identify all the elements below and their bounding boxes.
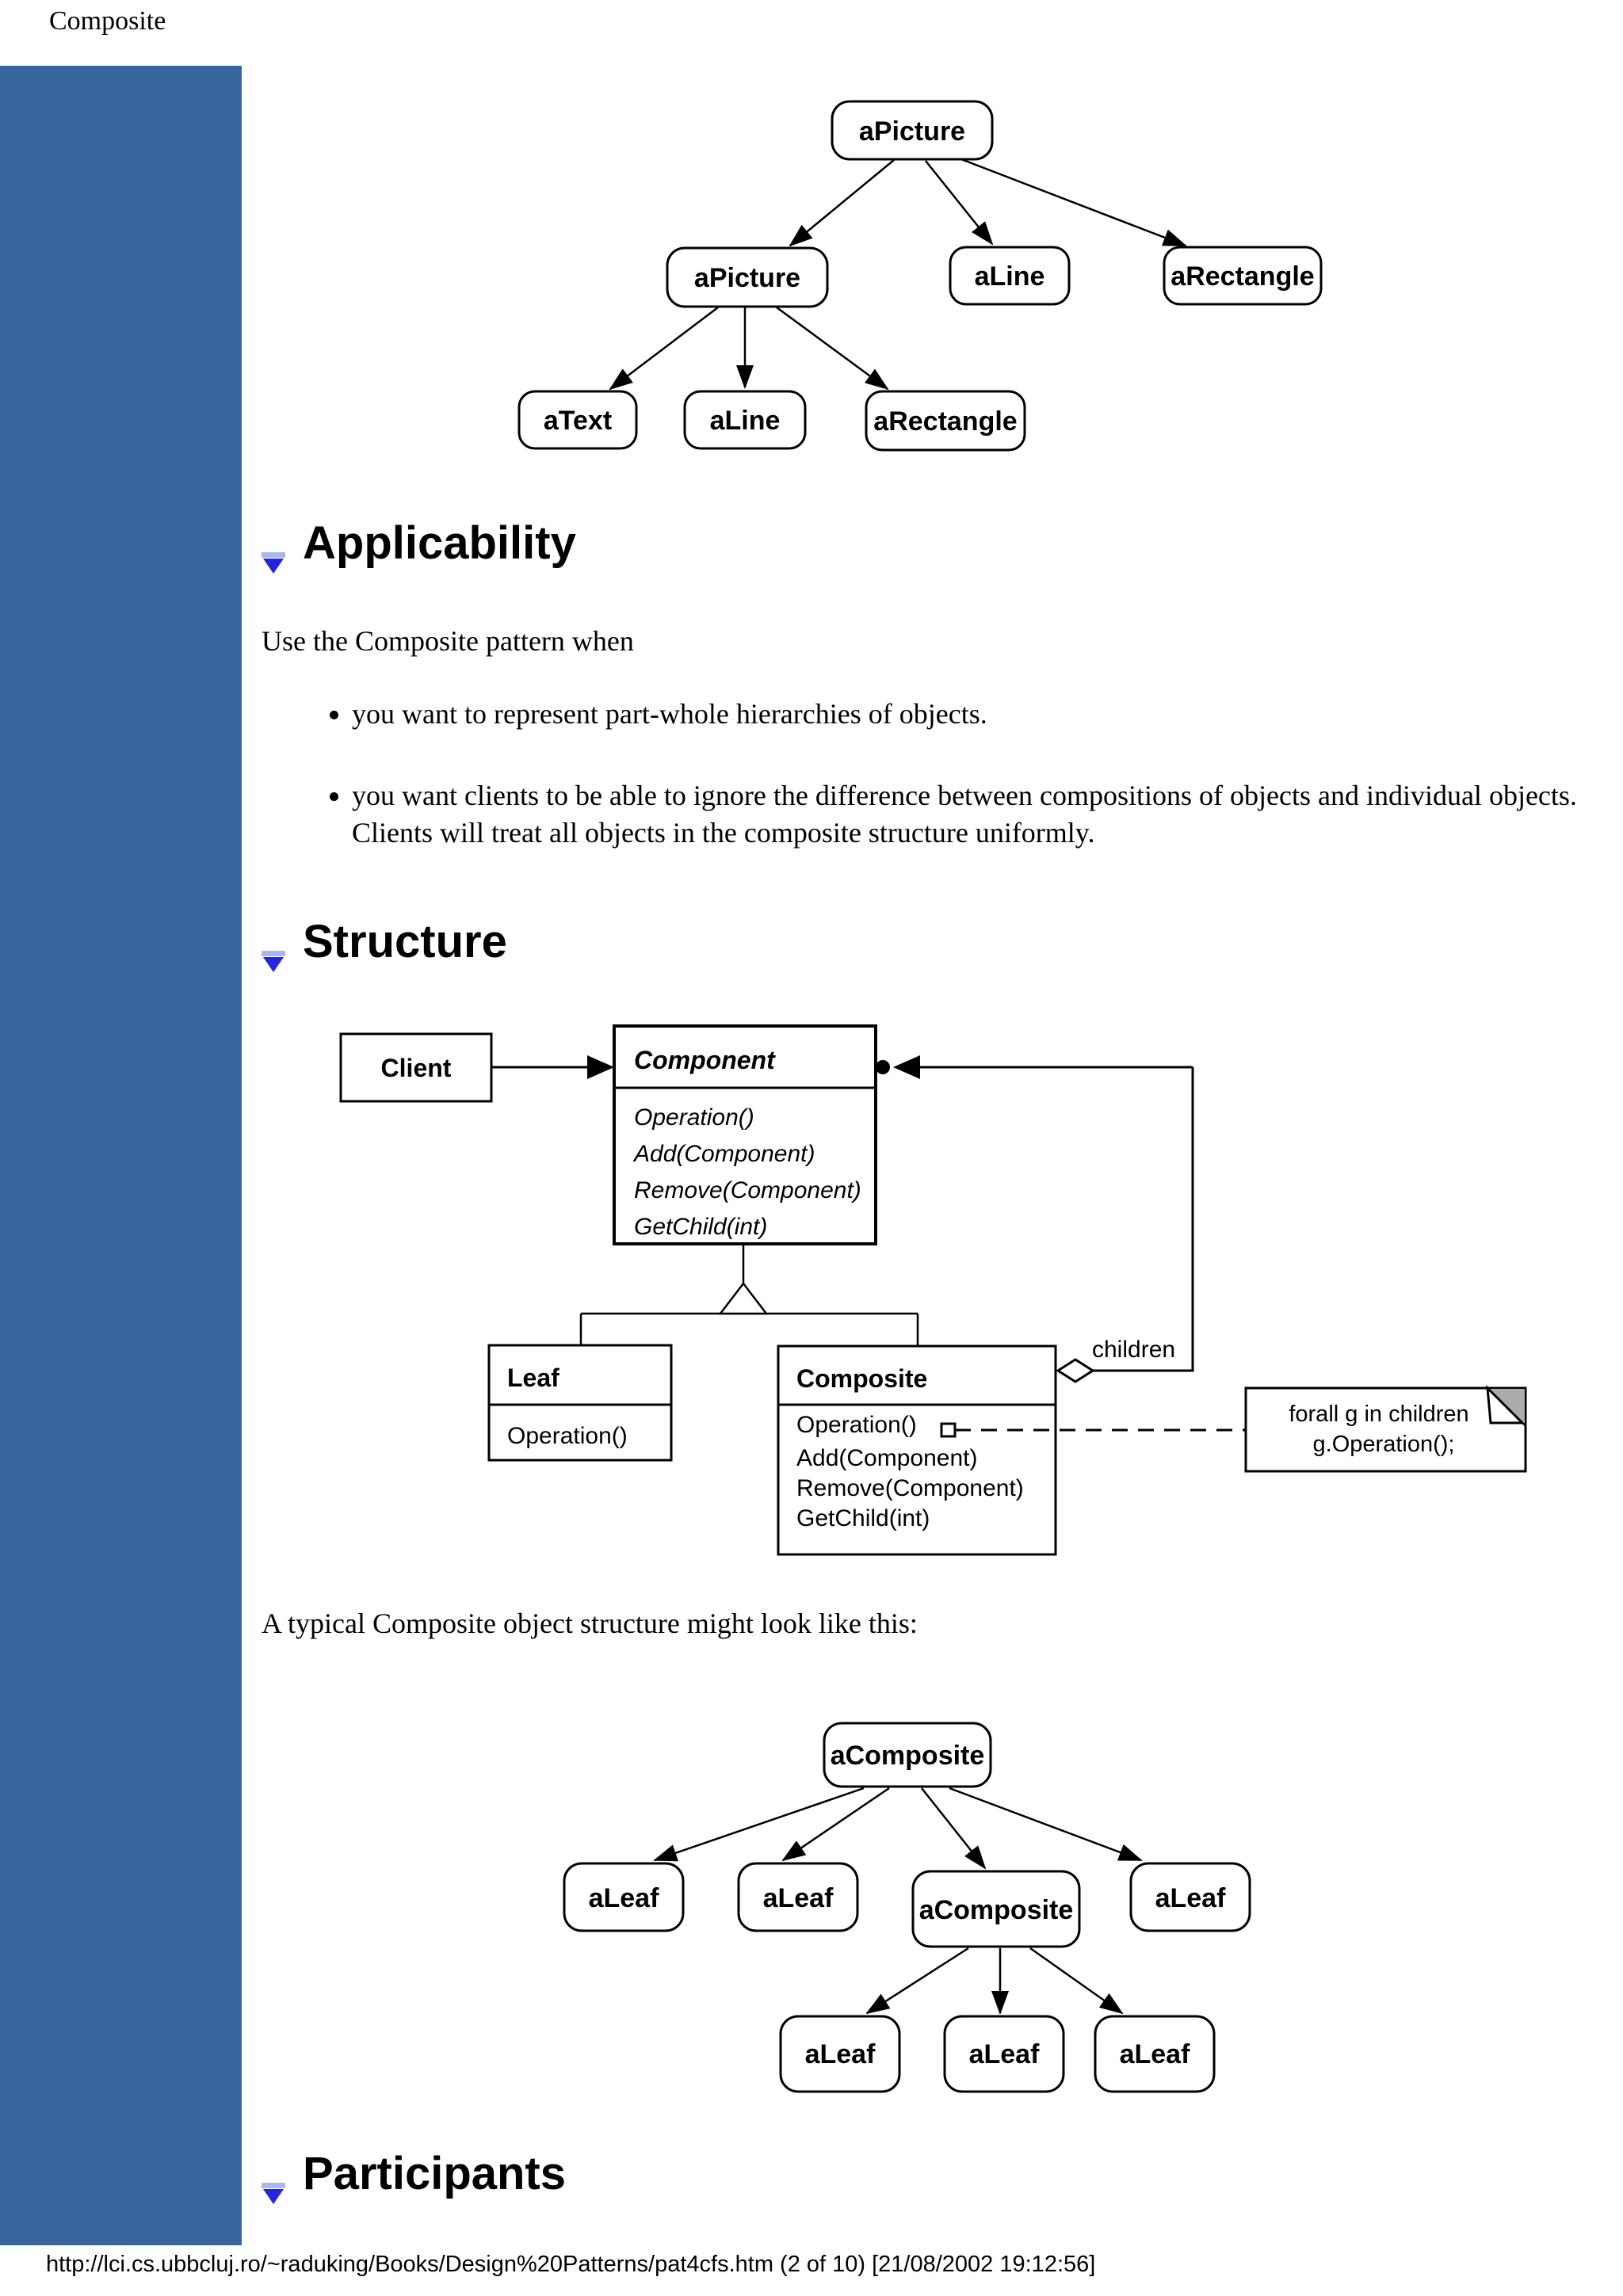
tree-node-label: aLeaf [1155, 1883, 1226, 1913]
uml-method: Remove(Component) [796, 1475, 1024, 1501]
applicability-intro: Use the Composite pattern when [262, 625, 634, 657]
sidebar [0, 66, 242, 2245]
uml-association-client-component [491, 1055, 614, 1079]
tree-node-label: aLine [975, 261, 1045, 292]
children-association-label: children [1092, 1337, 1175, 1363]
tree-node-label: aLeaf [1120, 2039, 1190, 2069]
uml-class-name: Composite [796, 1364, 927, 1393]
tree-node: aComposite [911, 1870, 1081, 1948]
tree-node: aLine [683, 390, 807, 450]
footer-url: http://lci.cs.ubbcluj.ro/~raduking/Books… [46, 2252, 1096, 2277]
tree-node-label: aPicture [694, 263, 800, 293]
tree-node-label: aComposite [831, 1741, 985, 1771]
tree-node-label: aText [544, 406, 612, 436]
tree-node: aPicture [666, 246, 829, 308]
uml-note: forall g in children g.Operation(); [1244, 1385, 1527, 1473]
tree-node: aText [517, 390, 638, 450]
tree-node: aPicture [831, 100, 994, 161]
uml-method: Operation() [634, 1104, 754, 1131]
uml-method: Add(Component) [632, 1141, 815, 1167]
tree-node-label: aLeaf [969, 2039, 1040, 2069]
tree-node-label: aLine [710, 406, 781, 436]
tree-node: aLeaf [563, 1862, 685, 1932]
tree-node: aLeaf [1129, 1862, 1251, 1932]
uml-note-link [940, 1422, 1246, 1438]
tree-node: aComposite [823, 1722, 992, 1788]
uml-inheritance-connector [579, 1244, 919, 1346]
uml-method: Operation() [796, 1412, 917, 1438]
tree-node-label: aRectangle [873, 406, 1017, 437]
tree-edges [609, 154, 1187, 391]
structure-caption: A typical Composite object structure mig… [262, 1608, 918, 1639]
note-text-line: forall g in children [1289, 1402, 1468, 1427]
object-structure-diagram-top: aPicture aPicture aLine aRectangle aText… [517, 100, 1323, 452]
section-participants: Participants [262, 2147, 566, 2204]
uml-class-client: Client [339, 1032, 493, 1103]
section-marker-icon [262, 2163, 285, 2204]
uml-class-name: Leaf [507, 1363, 559, 1392]
uml-method: Operation() [507, 1423, 628, 1449]
uml-method: Remove(Component) [634, 1177, 861, 1203]
tree-node: aLeaf [779, 2015, 901, 2093]
section-marker-icon [262, 532, 285, 574]
note-fold-flap-icon [1486, 1385, 1526, 1425]
section-heading-label: Applicability [303, 517, 576, 569]
tree-node-label: aLeaf [589, 1883, 659, 1913]
tree-node: aLeaf [737, 1862, 859, 1932]
aggregation-diamond-icon [1056, 1358, 1095, 1383]
uml-class-component: Component Operation() Add(Component) Rem… [613, 1024, 877, 1245]
tree-node-label: aRectangle [1170, 261, 1314, 292]
uml-method: Add(Component) [796, 1445, 977, 1471]
uml-association-children: children [876, 1055, 1194, 1383]
uml-class-name: Component [634, 1046, 776, 1074]
tree-node: aRectangle [1163, 246, 1323, 306]
bullet-item: you want clients to be able to ignore th… [352, 777, 1604, 852]
section-structure: Structure [262, 915, 507, 972]
tree-node-label: aComposite [919, 1895, 1074, 1925]
uml-method: GetChild(int) [796, 1505, 930, 1531]
section-heading-label: Structure [303, 916, 507, 967]
note-text-line: g.Operation(); [1313, 1432, 1455, 1457]
tree-node-label: aPicture [859, 116, 965, 147]
tree-node: aLeaf [1094, 2015, 1216, 2093]
tree-node: aLine [949, 246, 1071, 306]
tree-node-label: aLeaf [763, 1883, 834, 1913]
tree-node-label: aLeaf [805, 2039, 876, 2069]
uml-method: GetChild(int) [634, 1214, 767, 1240]
page-title: Composite [49, 6, 166, 36]
section-applicability: Applicability [262, 517, 576, 574]
inheritance-triangle-icon [718, 1281, 769, 1315]
section-heading-label: Participants [303, 2148, 566, 2199]
tree-edges [653, 1787, 1143, 2015]
tree-node: aRectangle [865, 390, 1026, 452]
uml-class-name: Client [381, 1054, 452, 1082]
uml-class-diagram: Client children Component Operation() Ad… [339, 1024, 1527, 1556]
uml-class-composite: Composite Operation() Add(Component) Rem… [777, 1344, 1057, 1556]
uml-class-leaf: Leaf Operation() [487, 1344, 673, 1462]
tree-node: aLeaf [943, 2015, 1065, 2093]
section-marker-icon [262, 931, 285, 972]
bullet-item: you want to represent part-whole hierarc… [352, 696, 1604, 733]
object-structure-diagram-bottom: aComposite aLeaf aLeaf aComposite aLeaf … [563, 1722, 1251, 2093]
applicability-bullet-list: you want to represent part-whole hierarc… [327, 696, 1604, 895]
